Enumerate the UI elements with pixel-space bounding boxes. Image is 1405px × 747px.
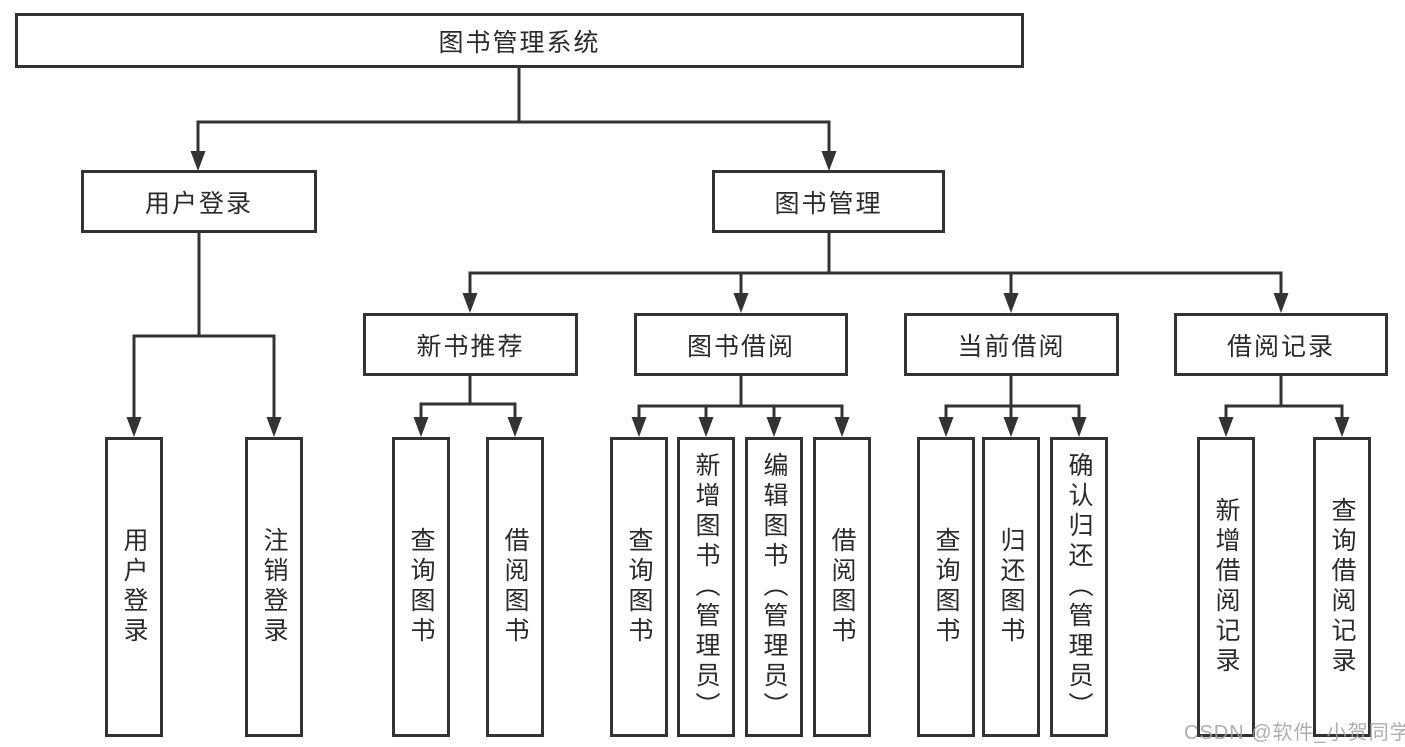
leaf-borrow-books-recommend: 借阅图书: [486, 437, 544, 737]
leaf-confirm-return-admin: 确认归还（管理员）: [1050, 437, 1108, 737]
node-book-borrowing: 图书借阅: [634, 313, 848, 376]
leaf-query-books-borrowing: 查询图书: [610, 437, 668, 737]
node-book-management: 图书管理: [712, 170, 945, 233]
leaf-user-login: 用户登录: [105, 437, 163, 737]
leaf-query-borrow-record: 查询借阅记录: [1313, 437, 1371, 737]
node-user-login: 用户登录: [81, 170, 317, 233]
leaf-logout: 注销登录: [245, 437, 303, 737]
leaf-add-books-admin: 新增图书（管理员）: [677, 437, 735, 737]
node-root-library-management-system: 图书管理系统: [15, 13, 1024, 68]
leaf-add-borrow-record: 新增借阅记录: [1197, 437, 1255, 737]
leaf-borrow-books-borrowing: 借阅图书: [813, 437, 871, 737]
node-current-borrowing: 当前借阅: [904, 313, 1119, 376]
node-new-book-recommendation: 新书推荐: [363, 313, 578, 376]
leaf-return-books: 归还图书: [982, 437, 1040, 737]
leaf-query-books-recommend: 查询图书: [392, 437, 450, 737]
csdn-watermark: CSDN @软件_小贺同学: [1184, 722, 1405, 744]
leaf-edit-books-admin: 编辑图书（管理员）: [745, 437, 803, 737]
node-borrowing-records: 借阅记录: [1174, 313, 1388, 376]
leaf-query-books-current: 查询图书: [917, 437, 975, 737]
